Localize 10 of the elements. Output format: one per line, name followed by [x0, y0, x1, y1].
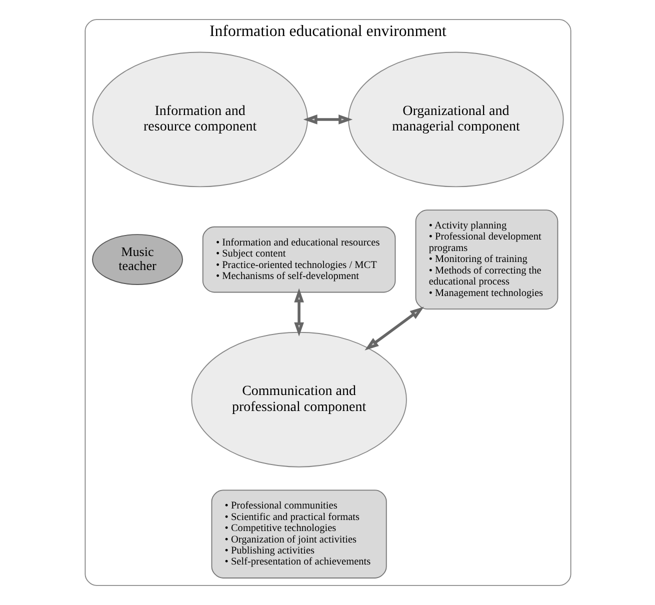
arrow: [364, 306, 424, 350]
arrow: [302, 114, 352, 124]
node-ellipse: Information and resource component: [92, 52, 308, 188]
node-box: • Activity planning • Professional development programs • Monitoring of training • Methods of correcting the educational process • Management technologies: [414, 210, 558, 310]
node-ellipse: Communication and professional component: [190, 332, 406, 468]
arrow: [294, 288, 304, 336]
node-box: • Professional communities • Scientific and practical formats • Competitive technologies • Organization of joint activities • Publishing activities • Self-presentation of achievements: [210, 490, 386, 578]
node-box: • Information and educational resources • Subject content • Practice-oriented technologies / MCT • Mechanisms of self-development: [202, 226, 396, 293]
node-ellipse: Music teacher: [92, 234, 182, 285]
node-ellipse: Organizational and managerial component: [348, 52, 564, 188]
